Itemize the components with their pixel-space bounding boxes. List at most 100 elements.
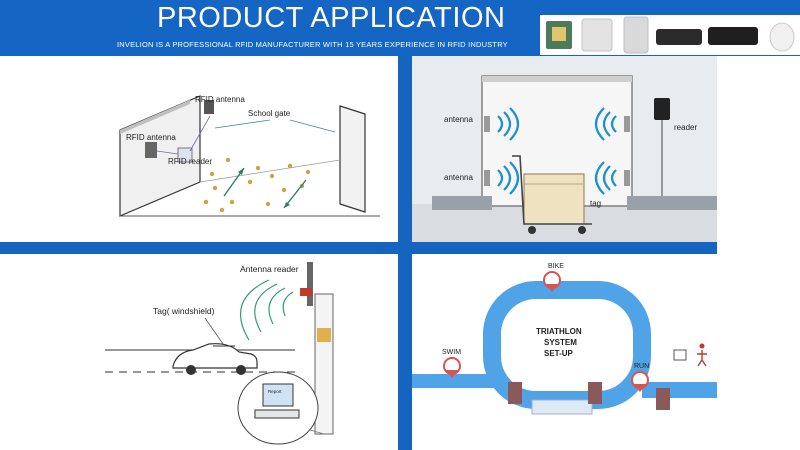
left-gate-top <box>120 100 190 134</box>
antenna-panel-tall-image <box>623 16 649 54</box>
entry-arrow-head <box>238 168 244 175</box>
car-wheel-icon <box>186 365 196 375</box>
student-figure <box>219 207 225 213</box>
rf-wave-icon <box>503 111 512 137</box>
rf-wave-icon <box>610 115 617 133</box>
signal-waves <box>240 279 294 341</box>
label-swim: SWIM <box>442 349 461 356</box>
antenna-panel-image <box>581 18 613 52</box>
right-gate-wall <box>339 105 366 213</box>
label-rfid-antenna-top: RFID antenna <box>195 95 245 104</box>
fixed-reader-image <box>656 29 702 45</box>
right-wall-base <box>627 196 717 210</box>
signal-wave-icon <box>254 283 278 333</box>
student-figure <box>209 171 215 177</box>
rf-wave-icon <box>602 165 611 191</box>
antenna-bottom-right-icon <box>624 170 630 186</box>
product-strip <box>540 15 800 55</box>
antenna-top-right-icon <box>624 116 630 132</box>
computer-monitor-icon <box>262 383 294 407</box>
label-bike: BIKE <box>548 263 564 270</box>
student-figure <box>212 185 218 191</box>
exit-arrow-head <box>284 202 290 208</box>
fixed-reader-large-image <box>708 27 758 45</box>
trolley-wheel-icon <box>528 226 536 234</box>
signal-wave-icon <box>240 279 270 341</box>
bike-marker-pin <box>546 284 558 292</box>
rf-wave-icon <box>594 161 605 195</box>
bike-marker <box>543 271 561 292</box>
page-title: PRODUCT APPLICATION <box>157 2 506 34</box>
student-figure <box>269 173 275 179</box>
run-marker <box>631 371 649 392</box>
label-antenna-bottom: antenna <box>444 173 473 182</box>
left-margin-area <box>0 254 95 450</box>
page-subtitle: INVELION IS A PROFESSIONAL RFID MANUFACT… <box>117 40 508 49</box>
triathlon-title-line-3: SET-UP <box>544 349 574 358</box>
school-gate-pointer-right <box>289 119 336 133</box>
screen-text: Report <box>268 389 282 394</box>
tag-roll-image <box>769 22 795 52</box>
vehicle-illustration: Report Antenna reader Tag( windshield) <box>105 262 334 445</box>
rfid-reader-icon <box>177 147 193 163</box>
school-gate-pointer-left <box>214 119 271 129</box>
section-divider <box>0 242 800 254</box>
student-figure <box>265 201 271 207</box>
product-images <box>546 16 795 54</box>
label-school-gate: School gate <box>248 109 291 118</box>
rf-wave-icon <box>503 165 512 191</box>
label-antenna-reader: Antenna reader <box>240 264 299 274</box>
trolley-wheel-icon <box>578 226 586 234</box>
rf-wave-icon <box>509 107 520 141</box>
runner-icon <box>697 350 707 367</box>
antenna-unit-right-icon <box>588 382 602 404</box>
signal-wave-icon <box>282 291 294 317</box>
label-tag: tag <box>590 199 601 208</box>
panel-triathlon: BIKE SWIM RUN TRIATHLON SYSTEM SET-UP <box>412 254 717 450</box>
reader-device-icon <box>654 98 670 120</box>
antenna-mast <box>307 262 313 306</box>
triathlon-illustration: BIKE SWIM RUN TRIATHLON SYSTEM SET-UP <box>412 263 717 415</box>
cable-left <box>156 150 179 155</box>
cargo-box <box>523 173 585 225</box>
school-gate-illustration: RFID antenna School gate RFID antenna RF… <box>119 95 380 217</box>
swim-lane <box>412 374 502 388</box>
rfid-antenna-top-icon <box>204 100 214 114</box>
label-antenna-top: antenna <box>444 115 473 124</box>
label-tag-windshield: Tag( windshield) <box>153 306 215 316</box>
triathlon-title-line-2: SYSTEM <box>544 338 577 347</box>
computer-keyboard-icon <box>254 409 300 419</box>
gate-top-bar <box>482 76 632 82</box>
cable-top <box>189 115 211 152</box>
rf-wave-icon <box>610 169 617 187</box>
rf-wave-icon <box>509 161 520 195</box>
finish-reader-icon <box>673 349 687 361</box>
antenna-unit-left-icon <box>508 382 522 404</box>
rf-wave-icon <box>497 115 504 133</box>
panel-vehicle-access: Report Antenna reader Tag( windshield) <box>95 254 398 450</box>
car-icon <box>172 343 258 369</box>
car-wheel-icon <box>236 365 246 375</box>
label-reader: reader <box>674 123 697 132</box>
right-margin-area <box>717 56 800 450</box>
ground-back-line <box>199 159 341 183</box>
rf-wave-icon <box>594 107 605 141</box>
student-figure <box>229 199 235 205</box>
student-figure <box>305 169 311 175</box>
rf-wave-icon <box>602 111 611 137</box>
rf-wave-icon <box>497 169 504 187</box>
student-figure <box>225 157 231 163</box>
panel-warehouse-gate: antenna antenna reader tag <box>412 56 717 242</box>
runner-head-icon <box>699 343 705 349</box>
warehouse-illustration: antenna antenna reader tag <box>412 75 717 242</box>
run-lane <box>642 382 717 398</box>
data-cable <box>309 429 325 435</box>
rf-waves <box>497 107 617 195</box>
label-rfid-reader: RFID reader <box>168 157 212 166</box>
transition-area <box>531 399 593 415</box>
panel-school-gate: RFID antenna School gate RFID antenna RF… <box>0 56 398 242</box>
rfid-antenna-left-icon <box>145 142 157 158</box>
student-figure <box>247 179 253 185</box>
left-wall-base <box>432 196 492 210</box>
label-rfid-antenna-left: RFID antenna <box>126 133 176 142</box>
